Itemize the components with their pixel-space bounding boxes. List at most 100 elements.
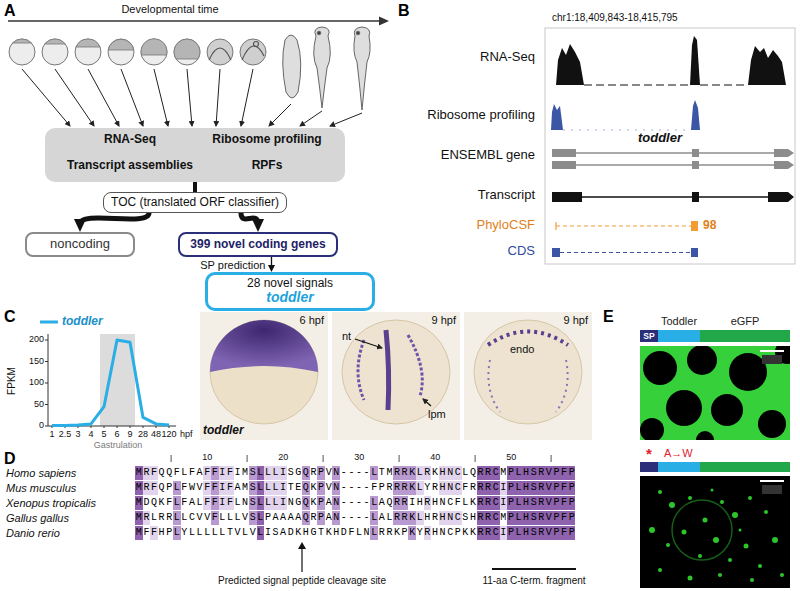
residue: R [143, 481, 151, 495]
residue: C [492, 511, 500, 525]
residue: H [332, 526, 340, 540]
embryo-cap [45, 39, 65, 44]
residue: L [257, 496, 265, 510]
node-text: TOC (translated ORF classifier) [111, 196, 279, 210]
residue: R [310, 466, 318, 480]
residue: C [492, 481, 500, 495]
residue: I [279, 496, 287, 510]
residue: I [500, 481, 508, 495]
residue: R [477, 496, 485, 510]
in-situ-image [488, 360, 500, 412]
residue: L [515, 481, 523, 495]
phylocsf-track [691, 221, 698, 231]
residue: H [416, 496, 424, 510]
cds-track [560, 252, 691, 253]
residue: F [150, 481, 158, 495]
fluorescence-image [760, 350, 784, 352]
annotation: 11-aa C-term. fragment [482, 575, 585, 587]
position-number: 50 [506, 452, 516, 462]
mutant-construct [640, 462, 658, 472]
chart-axes [104, 426, 105, 428]
time-arrow [379, 17, 389, 26]
embryo-cap [108, 39, 134, 50]
chart-axes [91, 426, 92, 428]
residue: V [325, 481, 333, 495]
in-situ-image [488, 332, 568, 346]
residue: L [370, 526, 378, 540]
cds-track [691, 248, 698, 257]
residue: V [241, 511, 249, 525]
fluorescence-image [682, 530, 687, 535]
position-tick [399, 455, 400, 462]
residue: F [211, 496, 219, 510]
residue: N [446, 481, 454, 495]
track-name: Ribosome profiling [427, 108, 535, 123]
residue: L [462, 466, 470, 480]
residue: L [462, 496, 470, 510]
residue: R [484, 526, 492, 540]
residue: I [279, 466, 287, 480]
residue: F [203, 466, 211, 480]
residue: S [249, 496, 257, 510]
fluorescence-image [698, 554, 702, 558]
node-text: RNA-Seq [104, 133, 156, 147]
track-name: RNA-Seq [480, 50, 535, 65]
transcript-model [552, 192, 794, 202]
tick-label: 48 [151, 429, 161, 439]
fluorescence-image [666, 390, 702, 426]
in-situ-image [464, 312, 592, 440]
gene-name: toddler [638, 131, 682, 146]
residue: A [378, 496, 386, 510]
residue: I [500, 526, 508, 540]
track-name: Transcript [478, 188, 535, 203]
chart-axes [143, 426, 144, 428]
residue: R [537, 481, 545, 495]
position-tick [171, 455, 172, 462]
in-situ-image [556, 360, 568, 412]
residue: I [219, 481, 227, 495]
larva-drawing [314, 27, 331, 108]
residue: R [424, 526, 432, 540]
transcript-model [768, 192, 788, 202]
fluorescence-image [669, 502, 675, 508]
residue: L [264, 466, 272, 480]
fluorescence-image [672, 500, 732, 560]
residue: P [317, 481, 325, 495]
position-tick [551, 455, 552, 462]
residue: - [340, 481, 348, 495]
axis-title: FPKM [6, 367, 18, 395]
residue: L [515, 511, 523, 525]
residue: V [196, 481, 204, 495]
residue: Q [158, 466, 166, 480]
residue: L [234, 511, 242, 525]
residue: P [553, 466, 561, 480]
residue: - [340, 511, 348, 525]
fluorescence-image [718, 573, 722, 577]
residue: R [477, 526, 485, 540]
cleavage-arrow [298, 542, 306, 549]
sample-arrow [216, 69, 220, 126]
residue: C [446, 526, 454, 540]
residue: S [272, 526, 280, 540]
fluorescence-image [696, 431, 714, 440]
in-situ-image [464, 312, 592, 440]
chart-axes [130, 426, 131, 428]
residue: - [363, 466, 371, 480]
residue: D [340, 526, 348, 540]
expression-line [52, 340, 169, 426]
residue: F [181, 496, 189, 510]
cds-track [552, 248, 560, 257]
residue: - [348, 496, 356, 510]
fluorescence-image [732, 512, 738, 518]
residue: F [181, 481, 189, 495]
residue: S [530, 511, 538, 525]
in-situ-image [386, 330, 389, 410]
residue: L [515, 526, 523, 540]
residue: M [386, 466, 394, 480]
fluorescence-image [640, 346, 790, 440]
tick-label: 100 [29, 377, 44, 387]
fluorescence-image [758, 564, 762, 568]
tick-label: 200 [29, 334, 44, 344]
residue: F [150, 466, 158, 480]
residue: L [211, 526, 219, 540]
